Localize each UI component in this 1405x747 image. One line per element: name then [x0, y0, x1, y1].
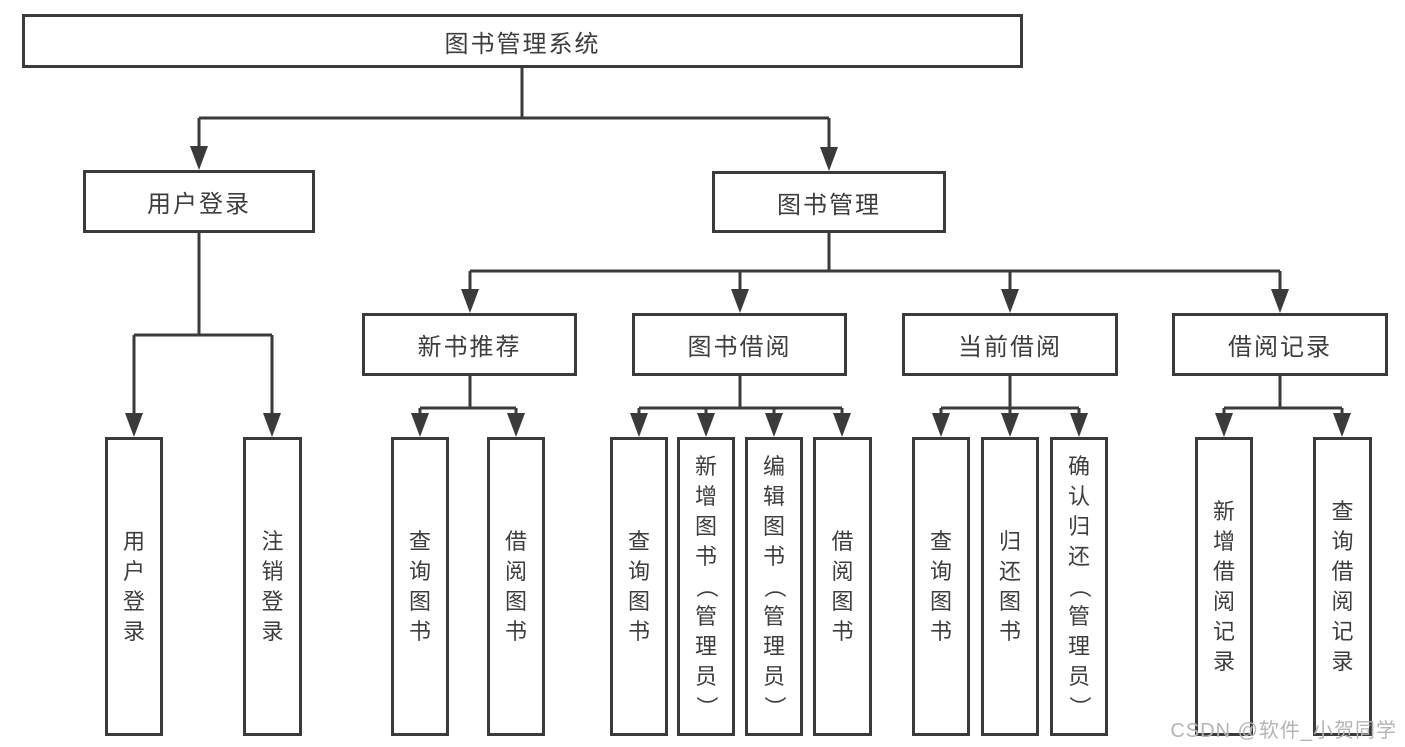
node-book-borrow: 图书借阅 [632, 313, 847, 376]
leaf-br-query-record: 查询借阅记录 [1313, 437, 1372, 736]
leaf-cb-query-books: 查询图书 [912, 437, 970, 736]
leaf-rec-borrow-books: 借阅图书 [487, 437, 545, 736]
leaf-cb-query-books-label: 查询图书 [929, 528, 952, 644]
node-user-login-label: 用户登录 [147, 191, 251, 218]
node-new-book-recommend: 新书推荐 [362, 313, 577, 376]
leaf-logout: 注销登录 [243, 437, 302, 736]
leaf-cb-return-books: 归还图书 [981, 437, 1039, 736]
leaf-cb-return-books-label: 归还图书 [998, 528, 1021, 644]
node-borrow-record: 借阅记录 [1172, 313, 1388, 376]
leaf-user-login-label: 用户登录 [122, 528, 145, 644]
leaf-bb-query-books: 查询图书 [610, 437, 668, 736]
leaf-bb-borrow-books: 借阅图书 [813, 437, 872, 736]
node-root-label: 图书管理系统 [444, 30, 601, 58]
leaf-br-query-record-label: 查询借阅记录 [1331, 498, 1354, 674]
node-current-borrow-label: 当前借阅 [958, 334, 1062, 361]
node-new-book-recommend-label: 新书推荐 [417, 334, 522, 361]
csdn-watermark: CSDN @软件_小贺同学 [1170, 720, 1397, 742]
node-book-management: 图书管理 [712, 171, 946, 233]
leaf-user-login: 用户登录 [105, 437, 163, 736]
leaf-bb-borrow-books-label: 借阅图书 [831, 528, 854, 644]
leaf-rec-query-books: 查询图书 [391, 437, 449, 736]
leaf-rec-query-books-label: 查询图书 [408, 528, 431, 644]
leaf-bb-edit-books-label: 编辑图书（管理员） [761, 453, 787, 718]
leaf-bb-add-books: 新增图书（管理员） [677, 437, 735, 736]
leaf-bb-add-books-label: 新增图书（管理员） [693, 453, 719, 718]
node-root: 图书管理系统 [22, 14, 1023, 68]
node-user-login: 用户登录 [83, 170, 315, 233]
node-borrow-record-label: 借阅记录 [1228, 334, 1332, 361]
node-book-management-label: 图书管理 [777, 191, 881, 219]
node-book-borrow-label: 图书借阅 [687, 334, 792, 361]
leaf-br-add-record: 新增借阅记录 [1195, 437, 1253, 736]
leaf-br-add-record-label: 新增借阅记录 [1212, 498, 1235, 674]
leaf-bb-query-books-label: 查询图书 [627, 528, 650, 644]
leaf-bb-edit-books: 编辑图书（管理员） [745, 437, 803, 736]
leaf-logout-label: 注销登录 [261, 528, 284, 644]
leaf-cb-confirm-return-label: 确认归还（管理员） [1066, 453, 1092, 718]
leaf-cb-confirm-return: 确认归还（管理员） [1050, 437, 1108, 736]
leaf-rec-borrow-books-label: 借阅图书 [504, 528, 527, 644]
node-current-borrow: 当前借阅 [902, 313, 1118, 376]
